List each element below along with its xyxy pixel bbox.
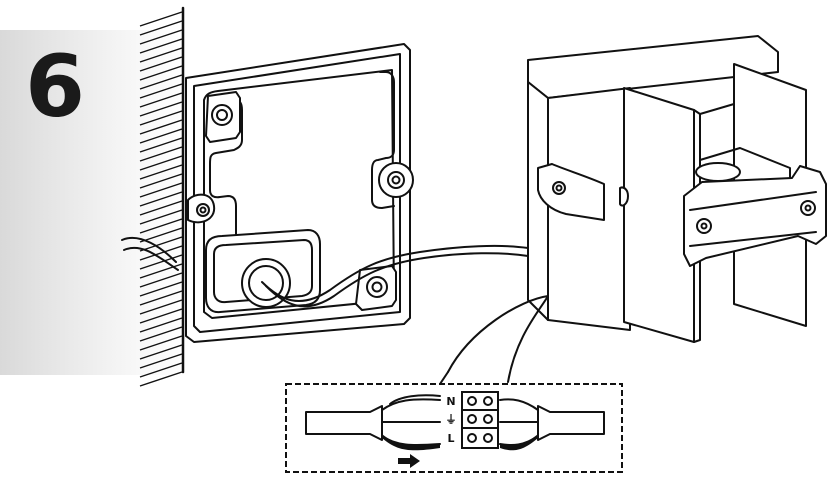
wall-hatch-line xyxy=(139,92,183,108)
wall-hatch-line xyxy=(139,11,183,27)
wall-hatch-line xyxy=(139,29,183,45)
direction-arrow-icon xyxy=(398,454,420,468)
wall-hatch-line xyxy=(139,254,183,270)
wall-hatch-line xyxy=(139,164,183,180)
wall-hatch-line xyxy=(139,272,183,288)
wall-hatch-line xyxy=(139,371,183,387)
wall-hatch-line xyxy=(139,146,183,162)
detail-callout xyxy=(439,295,549,385)
wall-hatch-line xyxy=(139,200,183,216)
wall-hatch-line xyxy=(139,317,183,333)
wall-hatch-line xyxy=(139,110,183,126)
wall-hatch-line xyxy=(139,281,183,297)
wall-hatch-line xyxy=(139,137,183,153)
terminal-label-neutral: N xyxy=(446,395,455,408)
screw-boss-right xyxy=(378,162,414,198)
wall-hatch-line xyxy=(139,218,183,234)
wall-hatch-line xyxy=(139,119,183,135)
wall xyxy=(139,6,185,387)
wall-hatch-line xyxy=(139,191,183,207)
wall-hatch-line xyxy=(139,335,183,351)
wall-hatch-line xyxy=(139,182,183,198)
wall-hatch-line xyxy=(139,344,183,360)
wall-hatch-line xyxy=(139,65,183,81)
terminal-block xyxy=(461,391,499,449)
wall-hatch-line xyxy=(139,362,183,378)
step-number: 6 xyxy=(25,37,85,137)
wall-hatch-line xyxy=(139,38,183,54)
wall-hatch-line xyxy=(139,173,183,189)
wall-hatch-line xyxy=(139,245,183,261)
cable-entry xyxy=(205,229,321,314)
terminal-detail-box: N ⏚ L xyxy=(285,383,623,473)
wall-hatch-line xyxy=(139,155,183,171)
wall-hatch-line xyxy=(139,83,183,99)
wall-hatch-line xyxy=(139,209,183,225)
wall-hatch-line xyxy=(139,290,183,306)
wall-hatch-line xyxy=(139,353,183,369)
screw-boss-bottom-right xyxy=(355,265,397,311)
wall-hatch-line xyxy=(139,101,183,117)
wall-hatch-line xyxy=(139,326,183,342)
supply-cables xyxy=(121,236,529,308)
terminal-label-live: L xyxy=(447,432,454,445)
wall-hatch-line xyxy=(139,227,183,243)
wall-hatch-line xyxy=(139,299,183,315)
wall-hatch-line xyxy=(139,56,183,72)
wall-box xyxy=(185,43,414,343)
screw-boss-left xyxy=(187,193,216,224)
wall-hatch-line xyxy=(139,236,183,252)
fixture-housing xyxy=(527,35,827,343)
screw-boss-top-left xyxy=(205,91,241,143)
terminal-label-earth: ⏚ xyxy=(446,413,457,426)
wall-hatch-line xyxy=(139,74,183,90)
wall-hatch-line xyxy=(139,47,183,63)
wall-hatch-line xyxy=(139,20,183,36)
wall-hatch-line xyxy=(139,128,183,144)
wall-hatch-line xyxy=(139,263,183,279)
wall-hatch-line xyxy=(139,308,183,324)
